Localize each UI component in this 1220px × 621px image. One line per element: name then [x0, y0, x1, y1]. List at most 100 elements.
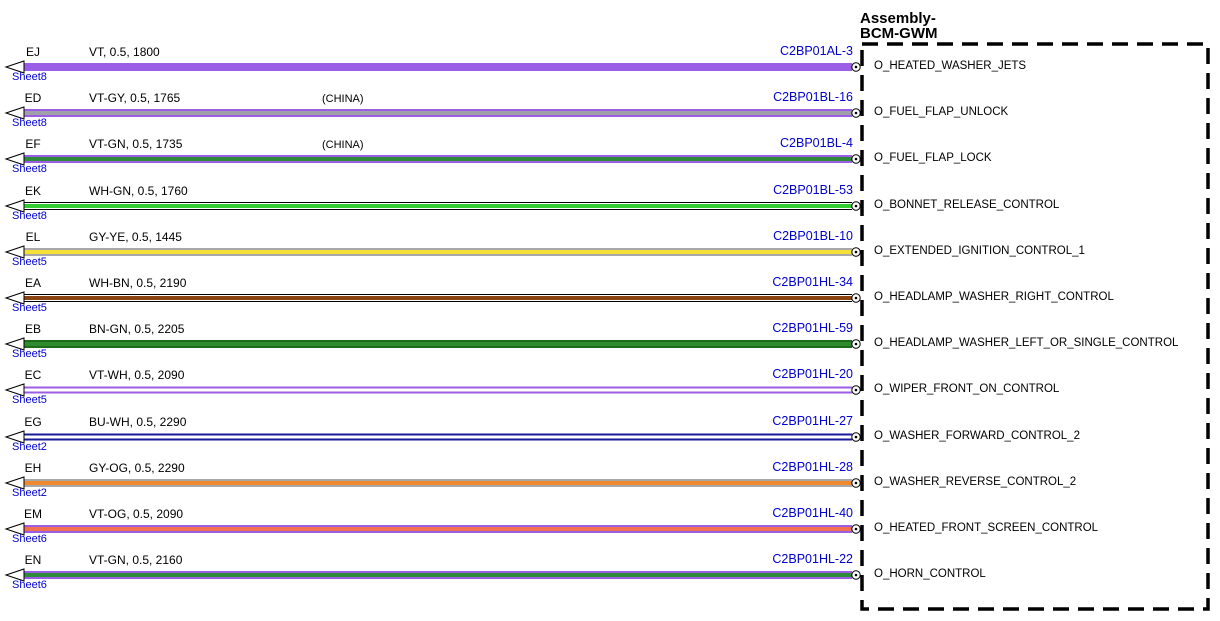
wire-code: EB [25, 322, 41, 336]
pin-label[interactable]: C2BP01BL-16 [773, 90, 853, 104]
wire-spec: VT-OG, 0.5, 2090 [89, 507, 183, 521]
off-sheet-arrow-icon[interactable] [4, 199, 25, 213]
pin-label[interactable]: C2BP01HL-22 [772, 552, 853, 566]
wire-spec: WH-GN, 0.5, 1760 [89, 184, 188, 198]
off-sheet-arrow-icon[interactable] [4, 152, 25, 166]
off-sheet-arrow-icon[interactable] [4, 568, 25, 582]
pin-label[interactable]: C2BP01HL-20 [772, 367, 853, 381]
sheet-link[interactable]: Sheet5 [12, 256, 47, 268]
sheet-link[interactable]: Sheet8 [12, 163, 47, 175]
off-sheet-arrow-icon[interactable] [4, 245, 25, 259]
wire-code: EF [25, 137, 40, 151]
signal-name: O_FUEL_FLAP_UNLOCK [874, 106, 1009, 118]
signal-name: O_BONNET_RELEASE_CONTROL [874, 199, 1060, 211]
signal-name: O_FUEL_FLAP_LOCK [874, 152, 992, 164]
signal-name: O_HEADLAMP_WASHER_RIGHT_CONTROL [874, 291, 1114, 303]
wire-core [22, 296, 852, 300]
wire-core [22, 573, 852, 577]
sheet-link[interactable]: Sheet5 [12, 302, 47, 314]
off-sheet-arrow-icon[interactable] [4, 383, 25, 397]
off-sheet-arrow-icon[interactable] [4, 522, 25, 536]
pin-label[interactable]: C2BP01HL-59 [772, 321, 853, 335]
sheet-link[interactable]: Sheet2 [12, 441, 47, 453]
wire-code: EK [25, 184, 41, 198]
pin-terminal-dot [854, 573, 858, 577]
wire-core [22, 157, 852, 161]
sheet-link[interactable]: Sheet8 [12, 71, 47, 83]
wire-code: EM [24, 507, 42, 521]
signal-name: O_HEATED_WASHER_JETS [874, 60, 1026, 72]
wire-spec: GY-YE, 0.5, 1445 [89, 230, 182, 244]
pin-label[interactable]: C2BP01BL-4 [780, 136, 853, 150]
wire-core [22, 527, 852, 531]
wire-code: EN [25, 553, 42, 567]
wire-code: EC [25, 368, 42, 382]
off-sheet-arrow-icon[interactable] [4, 430, 25, 444]
pin-label[interactable]: C2BP01BL-10 [773, 229, 853, 243]
assembly-box [860, 42, 1210, 611]
signal-name: O_EXTENDED_IGNITION_CONTROL_1 [874, 245, 1085, 257]
wire-core [22, 435, 852, 439]
wire-spec: VT-GY, 0.5, 1765 [89, 91, 180, 105]
wire-spec: BU-WH, 0.5, 2290 [89, 415, 187, 429]
signal-name: O_HORN_CONTROL [874, 568, 986, 580]
assembly-title-line1: Assembly- [860, 10, 936, 27]
pin-terminal-dot [854, 435, 858, 439]
wire-note: (CHINA) [322, 139, 364, 151]
wire-core [22, 481, 852, 485]
wire-core [22, 204, 852, 208]
wire-core [22, 342, 852, 346]
wire-code: EL [26, 230, 41, 244]
pin-terminal-dot [854, 204, 858, 208]
wire-spec: VT-GN, 0.5, 1735 [89, 137, 183, 151]
signal-name: O_WASHER_FORWARD_CONTROL_2 [874, 430, 1080, 442]
signal-name: O_HEADLAMP_WASHER_LEFT_OR_SINGLE_CONTROL [874, 337, 1179, 349]
wire-note: (CHINA) [322, 93, 364, 105]
pin-label[interactable]: C2BP01AL-3 [780, 44, 853, 58]
wire-core [22, 250, 852, 254]
wire-code: EJ [26, 45, 40, 59]
signal-name: O_WASHER_REVERSE_CONTROL_2 [874, 476, 1076, 488]
sheet-link[interactable]: Sheet8 [12, 117, 47, 129]
wire-spec: VT, 0.5, 1800 [89, 45, 160, 59]
signal-name: O_HEATED_FRONT_SCREEN_CONTROL [874, 522, 1099, 534]
off-sheet-arrow-icon[interactable] [4, 476, 25, 490]
sheet-link[interactable]: Sheet6 [12, 579, 47, 591]
wire-spec: VT-GN, 0.5, 2160 [89, 553, 183, 567]
sheet-link[interactable]: Sheet6 [12, 533, 47, 545]
pin-terminal-dot [854, 296, 858, 300]
off-sheet-arrow-icon[interactable] [4, 291, 25, 305]
wire-body [22, 63, 852, 71]
off-sheet-arrow-icon[interactable] [4, 106, 25, 120]
wire-code: ED [25, 91, 42, 105]
wire-code: EG [24, 415, 41, 429]
off-sheet-arrow-icon[interactable] [4, 60, 25, 74]
sheet-link[interactable]: Sheet2 [12, 487, 47, 499]
pin-label[interactable]: C2BP01BL-53 [773, 183, 853, 197]
sheet-link[interactable]: Sheet8 [12, 210, 47, 222]
wire-row: EF VT-GN, 0.5, 1735 (CHINA) C2BP01BL-4Sheet… [4, 136, 992, 175]
sheet-link[interactable]: Sheet5 [12, 348, 47, 360]
pin-label[interactable]: C2BP01HL-28 [772, 460, 853, 474]
wire-spec: GY-OG, 0.5, 2290 [89, 461, 185, 475]
signal-name: O_WIPER_FRONT_ON_CONTROL [874, 383, 1060, 395]
pin-terminal-dot [854, 481, 858, 485]
sheet-link[interactable]: Sheet5 [12, 394, 47, 406]
assembly-title-line2: BCM-GWM [860, 25, 937, 42]
pin-label[interactable]: C2BP01HL-27 [772, 414, 853, 428]
off-sheet-arrow-icon[interactable] [4, 337, 25, 351]
wire-spec: WH-BN, 0.5, 2190 [89, 276, 187, 290]
wire-core [22, 388, 852, 392]
wire-spec: BN-GN, 0.5, 2205 [89, 322, 185, 336]
pin-label[interactable]: C2BP01HL-40 [772, 506, 853, 520]
pin-label[interactable]: C2BP01HL-34 [772, 275, 853, 289]
